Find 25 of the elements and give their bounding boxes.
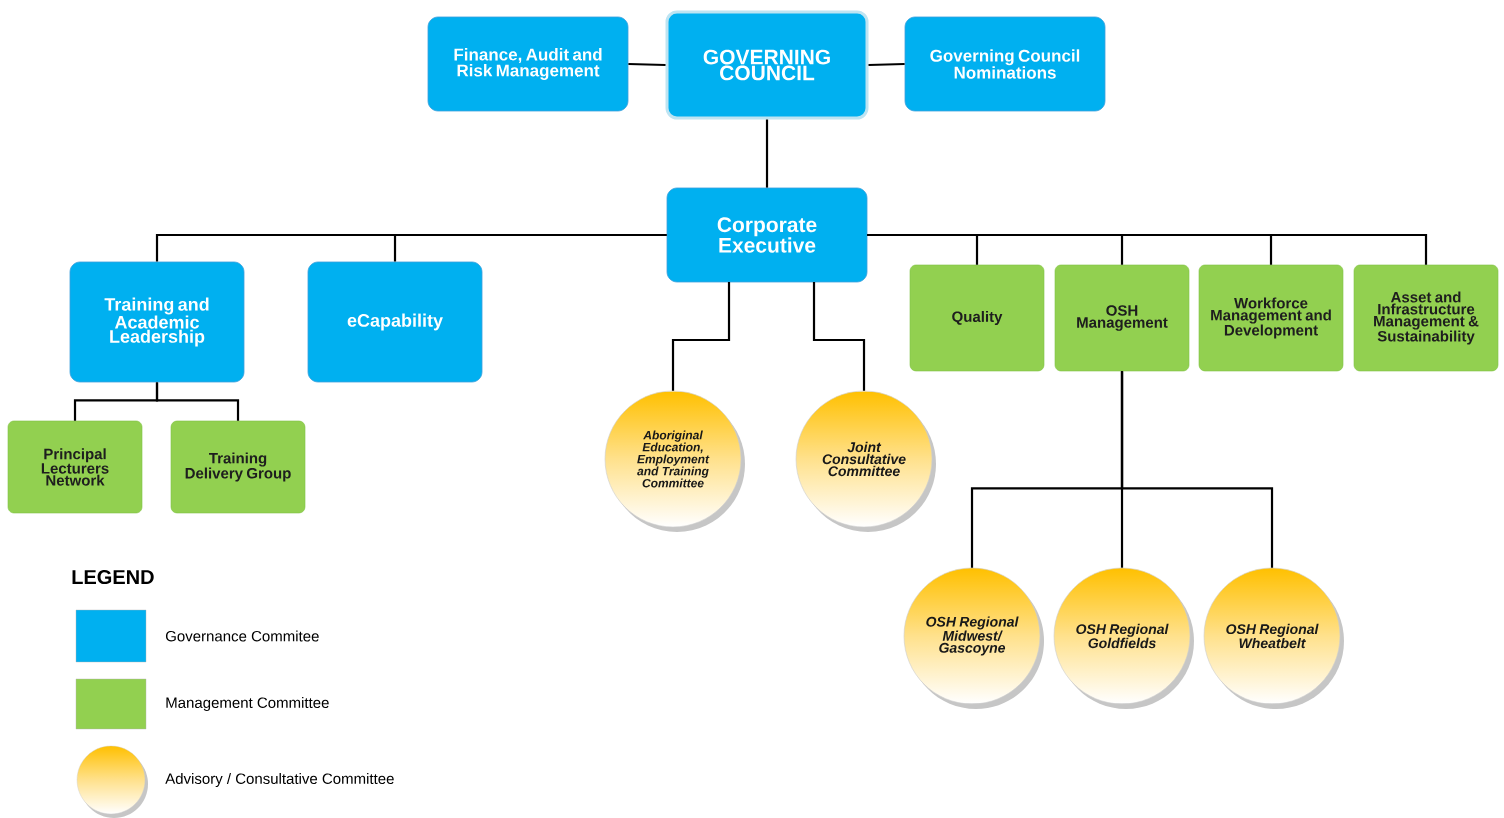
connector-line [671, 282, 731, 391]
committee-box: Corporate Executive [666, 187, 868, 283]
council-box: GOVERNING COUNCIL [665, 10, 869, 120]
committee-box: Workforce Management and Development [1198, 264, 1344, 372]
committee-box: Quality [909, 264, 1045, 372]
legend-text: Governance Commitee [165, 630, 319, 642]
committee-box: OSH Management [1054, 264, 1190, 372]
connector-line [868, 62, 905, 67]
committee-box: eCapability [307, 261, 483, 383]
legend-text: Advisory / Consultative Committee [165, 773, 394, 787]
legend-text: Management Committee [166, 697, 329, 711]
committee-box: Training Delivery Group [170, 420, 306, 514]
legend-title: LEGEND [72, 569, 154, 585]
connector-line [393, 233, 667, 262]
connector-line [155, 382, 240, 421]
committee-box: Asset and Infrastructure Management & Sustainability [1353, 264, 1499, 372]
connector-line [628, 62, 666, 67]
connector-line [765, 119, 769, 188]
committee-box: Training and Academic Leadership [69, 261, 245, 383]
connector-line [867, 233, 1428, 265]
committee-box: Governing Council Nominations [904, 16, 1106, 112]
committee-box: Principal Lecturers Network [7, 420, 143, 514]
connector-line [812, 282, 866, 391]
committee-box: Finance, Audit and Risk Management [427, 16, 629, 112]
connector-line [1120, 371, 1274, 568]
